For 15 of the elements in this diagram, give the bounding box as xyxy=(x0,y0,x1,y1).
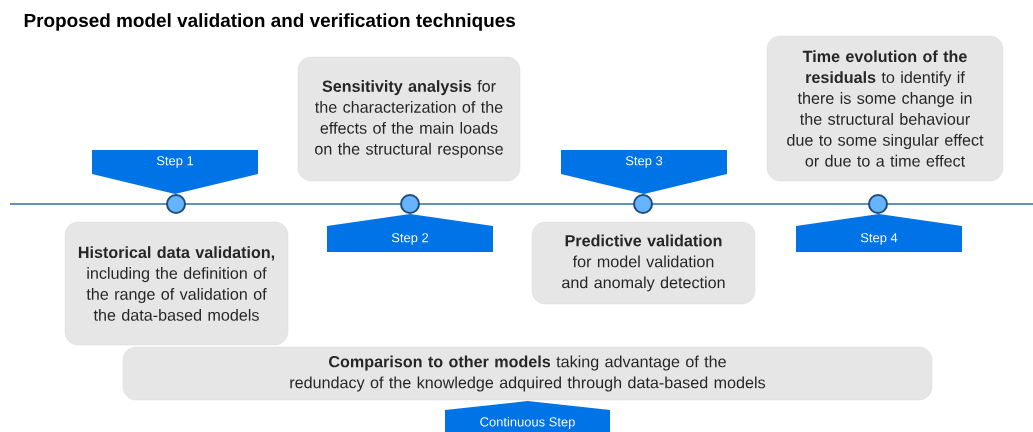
step-banner: Step 4 xyxy=(796,214,962,252)
timeline-dot xyxy=(633,194,653,214)
step-banner: Step 2 xyxy=(327,214,493,252)
description-box: Predictive validation for model validation and anomaly detection xyxy=(531,221,756,305)
step-banner: Step 3 xyxy=(561,150,727,194)
description-box: Time evolution of the residuals to identify if there is some change in the structural behaviour due to some singular effect or due to a time effect xyxy=(766,35,1004,182)
step-banner: Continuous Step xyxy=(445,401,610,432)
timeline-dot xyxy=(166,194,186,214)
timeline-dot xyxy=(868,194,888,214)
description-box: Historical data validation, including the definition of the range of validation of the data-based models xyxy=(64,221,289,346)
step-banner: Step 1 xyxy=(92,150,258,194)
description-box: Sensitivity analysis for the characterization of the effects of the main loads on the structural response xyxy=(297,56,521,182)
title: Proposed model validation and verification techniques xyxy=(24,13,515,31)
timeline-dot xyxy=(400,194,420,214)
description-box: Comparison to other models taking advantage of the redundacy of the knowledge adquired through data-based models xyxy=(122,346,933,401)
